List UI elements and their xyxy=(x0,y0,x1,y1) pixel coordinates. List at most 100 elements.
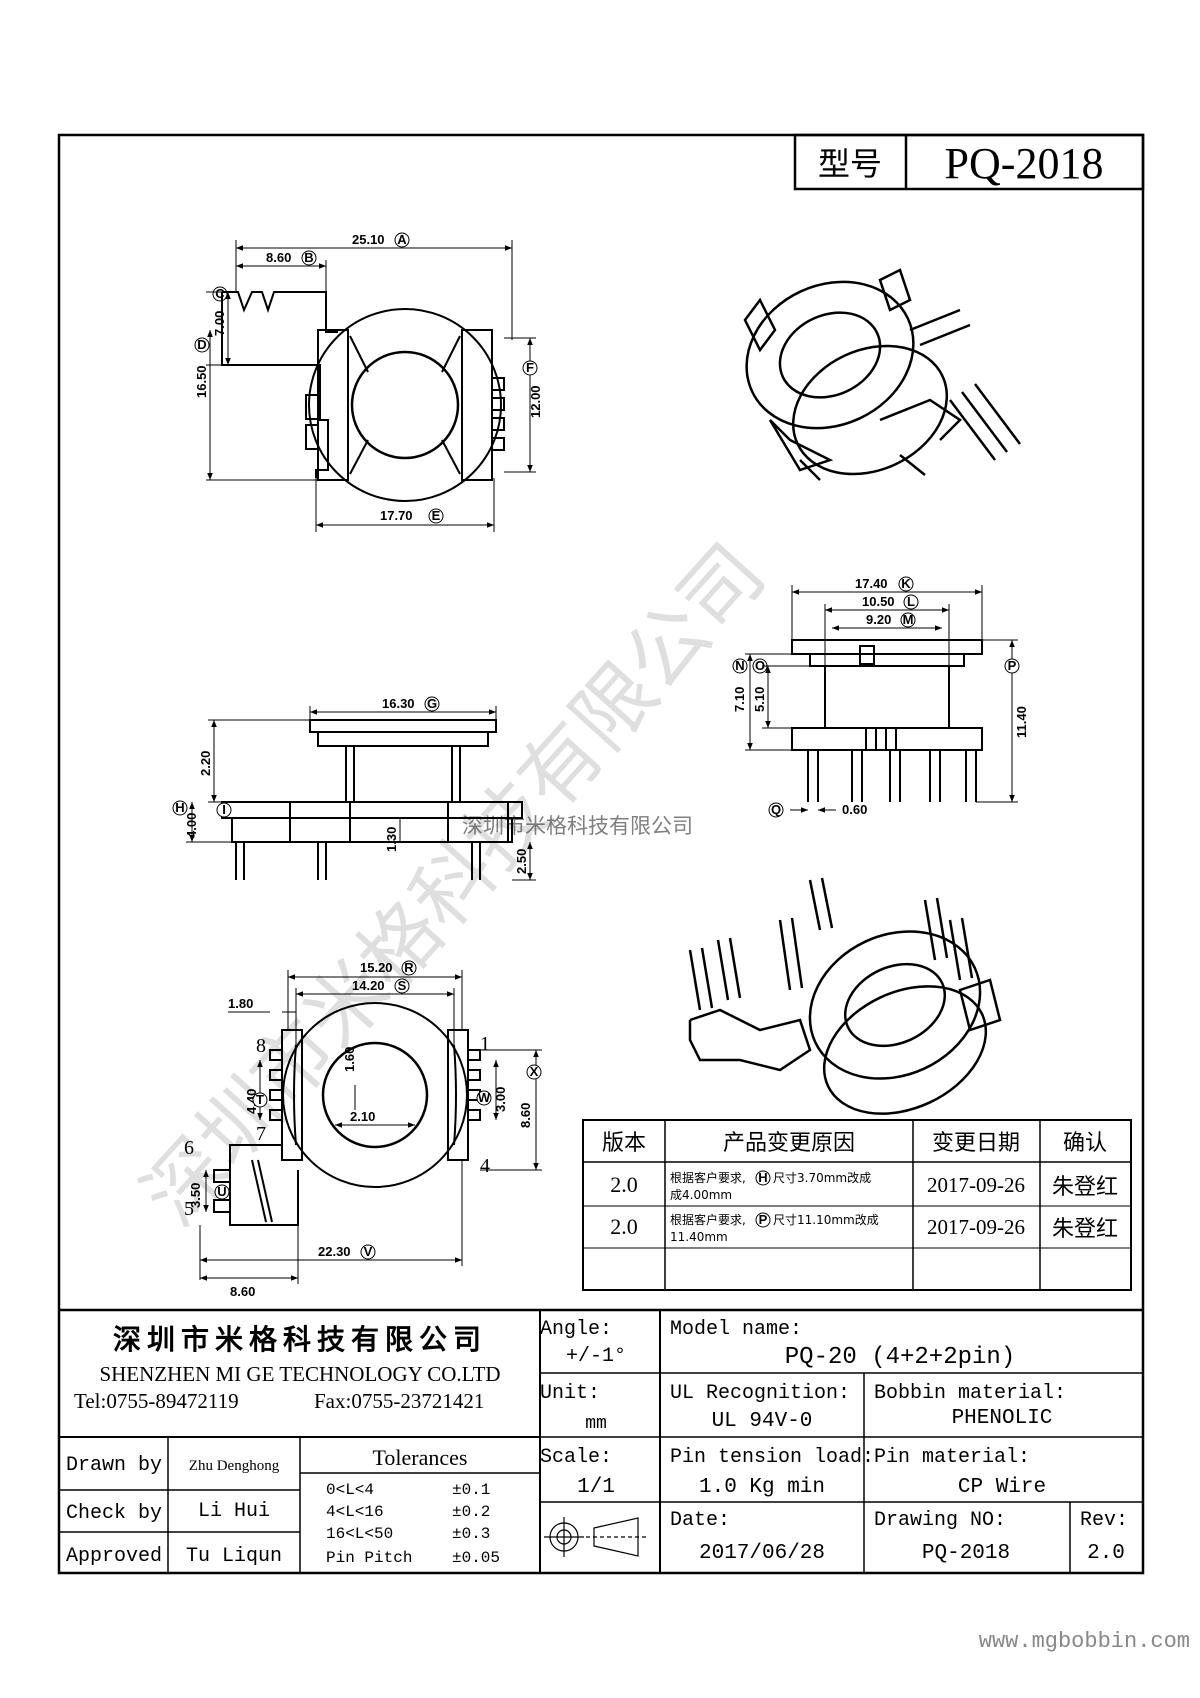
tolerances: Tolerances 0<L<4 ±0.1 4<L<16 ±0.2 16<L<5… xyxy=(326,1445,500,1567)
rev-header-confirm: 确认 xyxy=(1063,1131,1107,1156)
tolerance-range: 16<L<50 xyxy=(326,1525,393,1543)
dim-r-letter: R xyxy=(404,960,414,975)
dim-n-value: 7.10 xyxy=(732,687,747,712)
dim-h1-value: 2.20 xyxy=(198,751,213,776)
rev-reason-c: 成4.00mm xyxy=(670,1188,732,1202)
drawing-no-label: Drawing NO: xyxy=(874,1509,1006,1532)
date-label: Date: xyxy=(670,1509,730,1532)
bottom-view-dimensions xyxy=(199,970,542,1284)
company-name-cn: 深圳市米格科技有限公司 xyxy=(113,1323,487,1356)
dim-v-letter: V xyxy=(364,1244,373,1259)
rev-circle-letter: P xyxy=(759,1212,768,1227)
isometric-view-lower xyxy=(688,877,1002,1115)
unit-value: mm xyxy=(585,1414,607,1434)
pin-5-label: 5 xyxy=(184,1198,194,1220)
dim-l-letter: L xyxy=(907,594,915,609)
dim-o-letter: O xyxy=(755,658,765,673)
check-by-label: Check by xyxy=(66,1502,162,1525)
tolerance-value: ±0.1 xyxy=(452,1481,490,1499)
dim-k-value: 17.40 xyxy=(855,576,888,591)
dim-e-value: 17.70 xyxy=(380,508,413,523)
scale-value: 1/1 xyxy=(577,1476,615,1499)
model-name-label: Model name: xyxy=(670,1318,802,1341)
company-tel: Tel:0755-89472119 xyxy=(74,1389,239,1413)
rev-reason-b: 尺寸11.10mm改成 xyxy=(773,1213,879,1227)
dim-w-value: 3.00 xyxy=(493,1087,508,1112)
dim-x-letter: X xyxy=(530,1064,539,1079)
ul-label: UL Recognition: xyxy=(670,1382,850,1405)
title-block xyxy=(59,1308,1143,1573)
front-elevation-dimensions xyxy=(745,585,1018,813)
rev-confirmed-by: 朱登红 xyxy=(1052,1175,1118,1200)
rev-header-version: 版本 xyxy=(602,1131,646,1156)
rev-confirmed-by: 朱登红 xyxy=(1052,1217,1118,1242)
revision-row: 2.0 根据客户要求, P 尺寸11.10mm改成 11.40mm 2017-0… xyxy=(610,1212,1118,1244)
rev-header-date: 变更日期 xyxy=(932,1131,1020,1156)
top-view xyxy=(221,291,505,502)
company-fax: Fax:0755-23721421 xyxy=(314,1389,484,1413)
dim-h-value: 4.00 xyxy=(184,813,199,838)
angle-value: +/-1° xyxy=(566,1345,626,1368)
pin-tension-value: 1.0 Kg min xyxy=(699,1476,825,1499)
dim-b3-value: 2.10 xyxy=(350,1109,375,1124)
rev-date: 2017-09-26 xyxy=(927,1173,1025,1197)
dim-u-value: 3.50 xyxy=(188,1183,203,1208)
bottom-view-dim-text: 15.20 R 14.20 S 1.80 1.60 4.40 T 2.10 W … xyxy=(184,960,542,1299)
scale-label: Scale: xyxy=(540,1446,612,1469)
company-name-en: SHENZHEN MI GE TECHNOLOGY CO.LTD xyxy=(99,1362,500,1386)
dim-m-value: 9.20 xyxy=(866,612,891,627)
dim-x-value: 8.60 xyxy=(518,1103,533,1128)
dim-s-value: 14.20 xyxy=(352,978,385,993)
dim-g-value: 16.30 xyxy=(382,696,415,711)
dim-b4-value: 8.60 xyxy=(230,1284,255,1299)
dim-u-letter: U xyxy=(217,1184,226,1199)
unit-label: Unit: xyxy=(540,1382,600,1405)
drawing-no-value: PQ-2018 xyxy=(922,1542,1010,1565)
rev-label: Rev: xyxy=(1080,1509,1128,1532)
dim-e-letter: E xyxy=(432,508,441,523)
company-info: 深圳市米格科技有限公司 SHENZHEN MI GE TECHNOLOGY CO… xyxy=(74,1323,501,1413)
tolerance-value: ±0.2 xyxy=(452,1503,490,1521)
pin-6-label: 6 xyxy=(184,1137,194,1159)
dim-w-letter: W xyxy=(478,1090,491,1105)
dim-o-value: 5.10 xyxy=(752,687,767,712)
drawn-by-label: Drawn by xyxy=(66,1454,162,1477)
bobbin-material-label: Bobbin material: xyxy=(874,1382,1066,1405)
dim-h-letter: H xyxy=(175,800,184,815)
dim-r-value: 15.20 xyxy=(360,960,393,975)
pin-8-label: 8 xyxy=(256,1035,266,1057)
rev-reason-a: 根据客户要求, xyxy=(670,1170,746,1185)
dim-k-letter: K xyxy=(901,576,911,591)
dim-b-letter: B xyxy=(304,250,313,265)
rev-reason-b: 尺寸3.70mm改成 xyxy=(773,1171,871,1185)
projection-symbol-icon xyxy=(544,1517,646,1557)
rev-version: 2.0 xyxy=(610,1214,638,1239)
pin-1-label: 1 xyxy=(480,1033,490,1055)
dim-t-letter: T xyxy=(256,1092,264,1107)
top-view-dim-text: 25.10 A 8.60 B 7.00 C 16.50 D 17.70 E 12… xyxy=(194,232,543,524)
dim-v-value: 22.30 xyxy=(318,1244,351,1259)
revision-row: 2.0 根据客户要求, H 尺寸3.70mm改成 成4.00mm 2017-09… xyxy=(610,1170,1118,1202)
bottom-view xyxy=(213,1002,481,1226)
drawn-by-value: Zhu Denghong xyxy=(189,1458,280,1474)
sheet-border xyxy=(57,133,1145,1575)
pin-7-label: 7 xyxy=(256,1123,266,1145)
model-label: 型号 xyxy=(818,145,882,183)
dim-g-letter: G xyxy=(427,696,437,711)
rev-header-reason: 产品变更原因 xyxy=(723,1131,855,1156)
dim-p-letter: P xyxy=(1008,658,1017,673)
ul-value: UL 94V-0 xyxy=(712,1410,813,1433)
dim-l-value: 10.50 xyxy=(862,594,895,609)
dim-a-value: 25.10 xyxy=(352,232,385,247)
dim-a-letter: A xyxy=(397,232,407,247)
website-watermark: www.mgbobbin.com xyxy=(979,1629,1190,1654)
title-block-fields: Angle: +/-1° Model name: PQ-20 (4+2+2pin… xyxy=(540,1318,1128,1565)
isometric-view-upper xyxy=(743,268,1021,481)
front-elevation-dim-text: 17.40 K 10.50 L 9.20 M 7.10 N 5.10 O 11.… xyxy=(732,576,1029,818)
dim-h3-value: 2.50 xyxy=(514,849,529,874)
rev-value: 2.0 xyxy=(1087,1542,1125,1565)
revision-table: 版本 产品变更原因 变更日期 确认 2.0 根据客户要求, H 尺寸3.70mm… xyxy=(582,1119,1132,1291)
model-name-value: PQ-20 (4+2+2pin) xyxy=(785,1344,1015,1371)
rev-version: 2.0 xyxy=(610,1172,638,1197)
